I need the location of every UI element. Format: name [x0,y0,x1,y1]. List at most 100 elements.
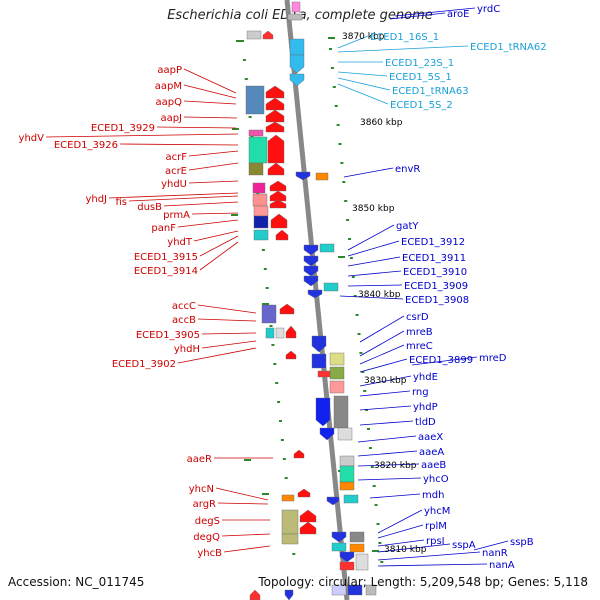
gene-feature [281,533,299,545]
gene-label: yhdV [19,133,45,144]
gene-label: ECED1_3908 [405,295,469,306]
kbp-label: 3870 kbp [342,32,385,42]
gene-label: mreC [406,341,433,352]
gene-label: degS [195,516,220,527]
gene-feature [323,282,339,292]
gene-feature [261,304,277,324]
gene-feature [339,481,355,491]
rna-leader [337,45,469,53]
gene-label: aroE [447,9,469,20]
gene-leader [377,551,481,561]
gene-feature [269,190,287,202]
tick-left [269,325,273,327]
gene-leader [191,212,239,215]
gene-leader [357,477,422,481]
gene-feature [267,134,285,164]
gene-label: aaeB [421,460,446,471]
gene-label: fis [115,197,127,208]
gene-leader [177,347,257,364]
gene-feature [265,327,275,339]
tick-left [261,249,265,251]
tick-right [357,333,361,335]
rna-label: ECED1_5S_1 [389,72,452,83]
gene-leader [197,304,257,314]
gene-feature [339,561,355,571]
gene-label: nanR [482,548,508,559]
tick-left [242,59,246,61]
gene-feature [289,73,305,87]
gene-leader [183,116,238,119]
gene-label: aaeX [418,432,443,443]
gene-feature [249,589,261,600]
tick-long [236,40,243,42]
gene-feature [319,427,335,441]
gene-label: ECED1_3912 [401,237,465,248]
gene-leader [347,270,402,277]
gene-leader [347,284,403,287]
gene-feature [339,465,355,483]
tick-right [367,428,370,430]
gene-feature [253,229,269,241]
gene-feature [319,243,335,253]
gene-label: yhcM [424,506,450,517]
gene-feature [289,54,305,74]
gene-feature [275,327,285,339]
gene-feature [329,380,345,394]
tick-long [262,493,269,495]
gene-label: aapP [157,65,182,76]
gene-leader [377,543,451,553]
tick-right [342,181,346,183]
gene-label: aapJ [160,113,182,124]
gene-label: prmA [163,210,190,221]
gene-label: yhdE [413,372,438,383]
gene-feature [265,121,285,133]
tick-left [277,401,281,403]
gene-feature [248,162,264,176]
gene-feature [289,38,305,56]
rna-label: ECED1_5S_2 [390,100,453,111]
tick-right [361,371,365,373]
gene-feature [265,97,285,111]
gene-feature [347,584,363,596]
gene-leader [188,162,239,171]
gene-label: ECED1_3910 [403,267,467,278]
rna-leader [337,71,388,77]
gene-leader [217,502,269,505]
gene-label: ECED1_3926 [54,140,118,151]
gene-feature [307,289,323,299]
gene-label: sspA [452,540,476,551]
gene-label: acrE [165,166,187,177]
gene-label: yhcN [189,484,214,495]
gene-leader [359,375,412,387]
gene-leader [45,133,239,138]
gene-label: acrF [166,152,188,163]
gene-feature [252,193,268,207]
gene-feature [329,366,345,380]
accession-label: Accession: NC_011745 [8,575,145,589]
tick-right [336,124,340,126]
gene-leader [201,340,257,349]
gene-label: ECED1_3915 [134,252,198,263]
tick-right [334,105,338,107]
gene-label: mreB [406,327,433,338]
kbp-label: 3840 kbp [358,290,401,300]
gene-feature [365,584,377,596]
gene-label: yhcO [423,474,449,485]
gene-feature [349,543,365,553]
gene-leader [183,68,237,94]
gene-leader [473,540,509,551]
gene-leader [357,435,417,443]
gene-feature [248,136,268,164]
tick-right [344,200,348,202]
gene-label: yhdP [413,402,438,413]
gene-leader [394,7,476,17]
gene-feature [297,488,311,498]
tick-left [263,268,267,270]
gene-leader [359,315,405,343]
gene-label: envR [395,164,420,175]
gene-feature [246,30,262,40]
gene-leader [411,356,478,366]
gene-label: ECED1_3929 [91,123,155,134]
tick-long [262,303,269,305]
